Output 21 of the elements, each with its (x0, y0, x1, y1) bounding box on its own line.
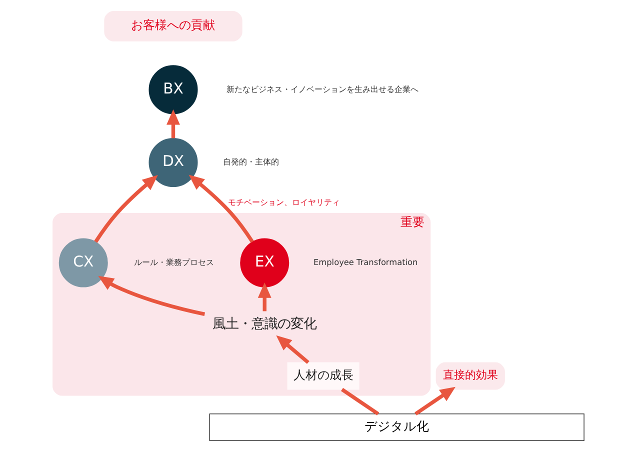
node-label: ルール・業務プロセス (133, 256, 214, 267)
node-label: 新たなビジネス・イノベーションを生み出せる企業へ (226, 84, 418, 94)
node-box: 直接的効果 (435, 362, 504, 390)
arrow (276, 335, 309, 364)
connector (340, 388, 379, 416)
node-circle: CX (58, 238, 108, 288)
arrow (188, 174, 254, 243)
arrow (414, 386, 455, 416)
node-box: 人材の成長 (286, 362, 359, 390)
edge-label: モチベーション、ロイヤリティ (227, 197, 340, 208)
node-text: 風土・意識の変化 (212, 317, 316, 332)
node-label: 自発的・主体的 (222, 156, 279, 167)
node-circle: EX (240, 238, 289, 288)
arrow (94, 175, 158, 243)
node-circle: DX (148, 138, 198, 187)
node-label: Employee Transformation (313, 256, 418, 267)
arrow (98, 276, 205, 316)
node-circle: BX (148, 65, 198, 114)
arrow (166, 109, 180, 138)
arrow (257, 282, 271, 312)
node-box: デジタル化 (208, 414, 584, 442)
